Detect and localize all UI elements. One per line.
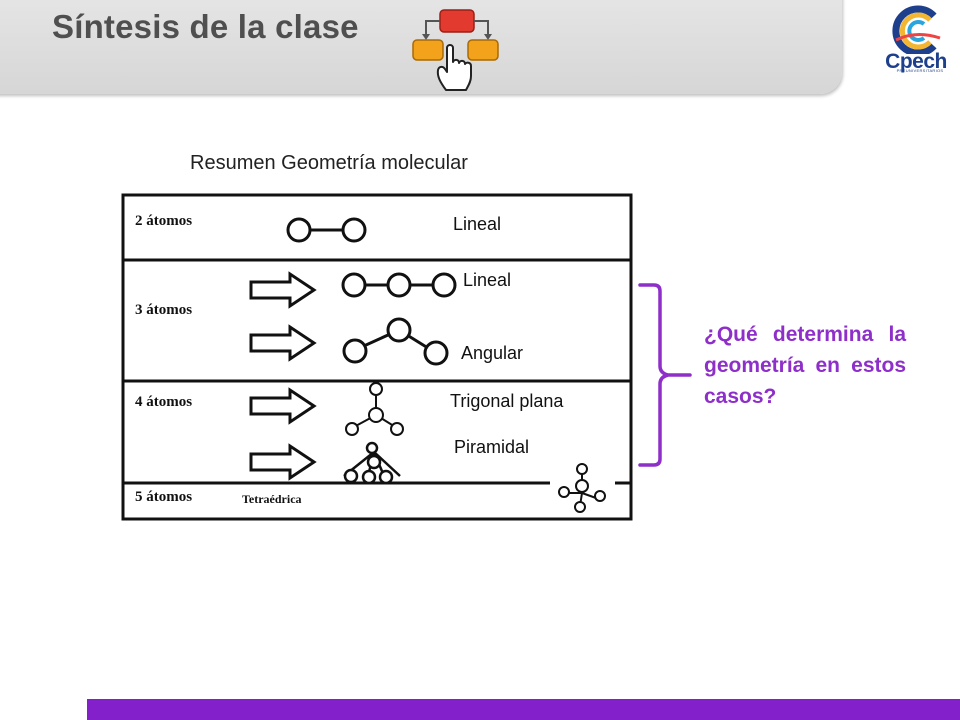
arrow-right-icon (249, 271, 317, 309)
linear-2-molecule (286, 217, 367, 243)
linear-3-molecule (341, 272, 457, 298)
angular-molecule (342, 317, 449, 366)
geometry-table-drawing (121, 193, 633, 521)
row-label-4-atoms: 4 átomos (135, 394, 193, 410)
row-label-5-atoms: 5 átomos (135, 489, 193, 505)
trigonal-planar-molecule (345, 382, 404, 436)
cpech-logo: Cpech PREUNIVERSITARIOS (878, 4, 954, 76)
logo-text: Cpech (885, 50, 947, 73)
geometry-table: 2 átomos 3 átomos 4 átomos 5 átomos Line… (118, 190, 638, 525)
row-label-3-atoms: 3 átomos (135, 302, 193, 318)
row-label-2-atoms: 2 átomos (135, 213, 193, 229)
shape-label-piramidal: Piramidal (454, 437, 530, 457)
shape-label-angular: Angular (461, 343, 524, 363)
flowchart-hand-icon (412, 9, 499, 91)
footer-bar (87, 699, 960, 720)
bracket-icon (638, 283, 692, 467)
pyramidal-molecule (343, 441, 401, 485)
shape-label-tetraedrica: Tetraédrica (242, 492, 302, 506)
arrow-right-icon (249, 387, 317, 425)
cpech-logo-icon (892, 5, 941, 54)
page-title: Síntesis de la clase (52, 8, 359, 45)
logo-subtext: PREUNIVERSITARIOS (896, 68, 944, 73)
arrow-right-icon (249, 443, 317, 481)
shape-label-trigonal-plana: Trigonal plana (450, 391, 564, 411)
shape-label-lineal-3: Lineal (463, 270, 512, 290)
shape-label-lineal-2: Lineal (453, 214, 502, 234)
question-text: ¿Qué determina la geometría en estos cas… (704, 323, 906, 408)
arrow-right-icon (249, 324, 317, 362)
figure-title: Resumen Geometría molecular (190, 152, 468, 174)
tetrahedral-molecule (558, 463, 606, 513)
table-border (121, 193, 633, 521)
